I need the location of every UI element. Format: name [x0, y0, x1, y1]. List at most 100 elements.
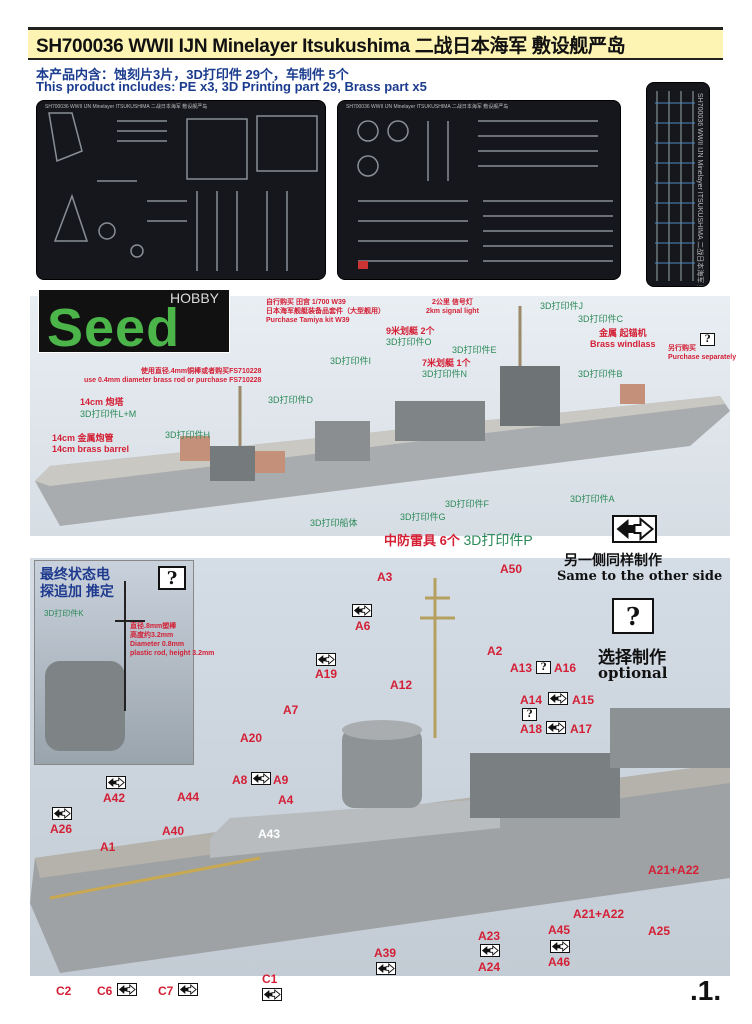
optional-icon: ?	[158, 566, 186, 590]
seed-hobby-logo: HOBBY Seed	[38, 289, 230, 353]
callout-a26: A26	[50, 822, 73, 836]
same-other-side-en: Same to the other side	[557, 569, 723, 584]
callout-a7: A7	[283, 703, 299, 717]
contents-en: This product includes: PE x3, 3D Printin…	[36, 79, 427, 94]
callout-a25: A25	[648, 924, 671, 938]
fret-caption: SH700036 WWII IJN Minelayer ITSUKUSHIMA …	[696, 93, 703, 287]
callout-a1: A1	[100, 840, 116, 854]
pe-fret-2: SH700036 WWII IJN Minelayer ITSUKUSHIMA …	[337, 100, 621, 280]
callout-a17: A17	[570, 722, 593, 736]
callout-a4: A4	[278, 793, 294, 807]
optional-icon: ?	[522, 708, 537, 721]
callout-a13: A13	[510, 661, 533, 675]
callout-a9: A9	[273, 773, 289, 787]
mirror-icon	[548, 692, 568, 705]
callout-a43: A43	[258, 827, 281, 841]
callout-a12: A12	[390, 678, 413, 692]
fret-railings	[655, 91, 695, 281]
pe-fret-1: SH700036 WWII IJN Minelayer ITSUKUSHIMA …	[36, 100, 326, 280]
callout-a50: A50	[500, 562, 523, 576]
callout-a40: A40	[162, 824, 185, 838]
callout-a39: A39	[374, 946, 397, 960]
part-g-label: 3D打印件G	[400, 512, 446, 522]
callout-a44: A44	[177, 790, 200, 804]
mirror-icon	[316, 653, 336, 666]
ship-bow-detail	[30, 578, 730, 973]
mirror-icon	[550, 940, 570, 953]
pe-fret-3: SH700036 WWII IJN Minelayer ITSUKUSHIMA …	[646, 82, 710, 287]
optional-en: optional	[598, 664, 668, 682]
callout-a6: A6	[355, 619, 371, 633]
callout-a23: A23	[478, 929, 501, 943]
callout-a42: A42	[103, 791, 126, 805]
callout-a45: A45	[548, 923, 571, 937]
part-a-label: 3D打印件A	[570, 494, 615, 504]
callout-a15: A15	[572, 693, 595, 707]
mirror-icon	[376, 962, 396, 975]
fret-caption: SH700036 WWII IJN Minelayer ITSUKUSHIMA …	[45, 104, 208, 110]
optional-icon: ?	[536, 661, 551, 674]
callout-a18: A18	[520, 722, 543, 736]
part-f-label: 3D打印件F	[445, 499, 490, 509]
callout-a3: A3	[377, 570, 393, 584]
mirror-icon	[352, 604, 372, 617]
mast-inset	[45, 581, 145, 751]
optional-cn: 选择制作	[598, 648, 666, 668]
same-other-side-cn: 另一侧同样制作	[564, 553, 662, 569]
contents-cn: 本产品内含：蚀刻片3片，3D打印件 29个，车制件 5个	[36, 67, 349, 82]
callout-a19: A19	[315, 667, 338, 681]
part-h-label: 3D打印件H	[165, 430, 211, 440]
callout-a14: A14	[520, 693, 543, 707]
part-d-label: 3D打印件D	[268, 395, 314, 405]
logo-seed-text: Seed	[47, 298, 181, 353]
fret-parts	[48, 112, 318, 271]
product-title: SH700036 WWII IJN Minelayer Itsukushima …	[36, 35, 626, 57]
inset-title: 最终状态电探追加 推定	[40, 566, 114, 599]
callout-a16: A16	[554, 661, 577, 675]
same-other-side-icon	[612, 515, 657, 543]
callout-a46: A46	[548, 955, 571, 969]
mirror-icon	[262, 988, 282, 1001]
radar-inset-photo	[34, 560, 194, 765]
part-k-label: 3D打印件K	[44, 609, 84, 618]
callout-a2: A2	[487, 644, 503, 658]
fret-parts	[357, 120, 613, 269]
title-bar: SH700036 WWII IJN Minelayer Itsukushima …	[28, 27, 723, 60]
callout-c1: C1	[262, 972, 278, 986]
part-j-label: 3D打印件J	[540, 301, 584, 311]
part-c-label: 3D打印件C	[578, 314, 624, 324]
fret-caption: SH700036 WWII IJN Minelayer ITSUKUSHIMA …	[346, 104, 509, 110]
part-b-label: 3D打印件B	[578, 369, 623, 379]
mirror-icon	[106, 776, 126, 789]
hull-label: 3D打印船体	[310, 518, 358, 528]
logo-hobby-text: HOBBY	[169, 290, 219, 306]
optional-icon: ?	[700, 333, 715, 346]
mirror-icon	[251, 772, 271, 785]
mirror-icon	[52, 807, 72, 820]
mirror-icon	[546, 721, 566, 734]
callout-c6: C6	[97, 984, 113, 998]
part-i-label: 3D打印件I	[330, 356, 372, 366]
part-e-label: 3D打印件E	[452, 345, 497, 355]
callout-a8: A8	[232, 773, 248, 787]
optional-legend-icon: ?	[612, 598, 654, 634]
page-number: .1.	[690, 975, 722, 1006]
callout-a20: A20	[240, 731, 263, 745]
callout-a21-a22: A21+A22	[573, 907, 625, 921]
callout-a24: A24	[478, 960, 501, 974]
callout-a21-a22: A21+A22	[648, 863, 700, 877]
ship-model-side-view	[35, 306, 730, 526]
callout-c2: C2	[56, 984, 72, 998]
mirror-icon	[117, 983, 137, 996]
callout-c7: C7	[158, 984, 174, 998]
